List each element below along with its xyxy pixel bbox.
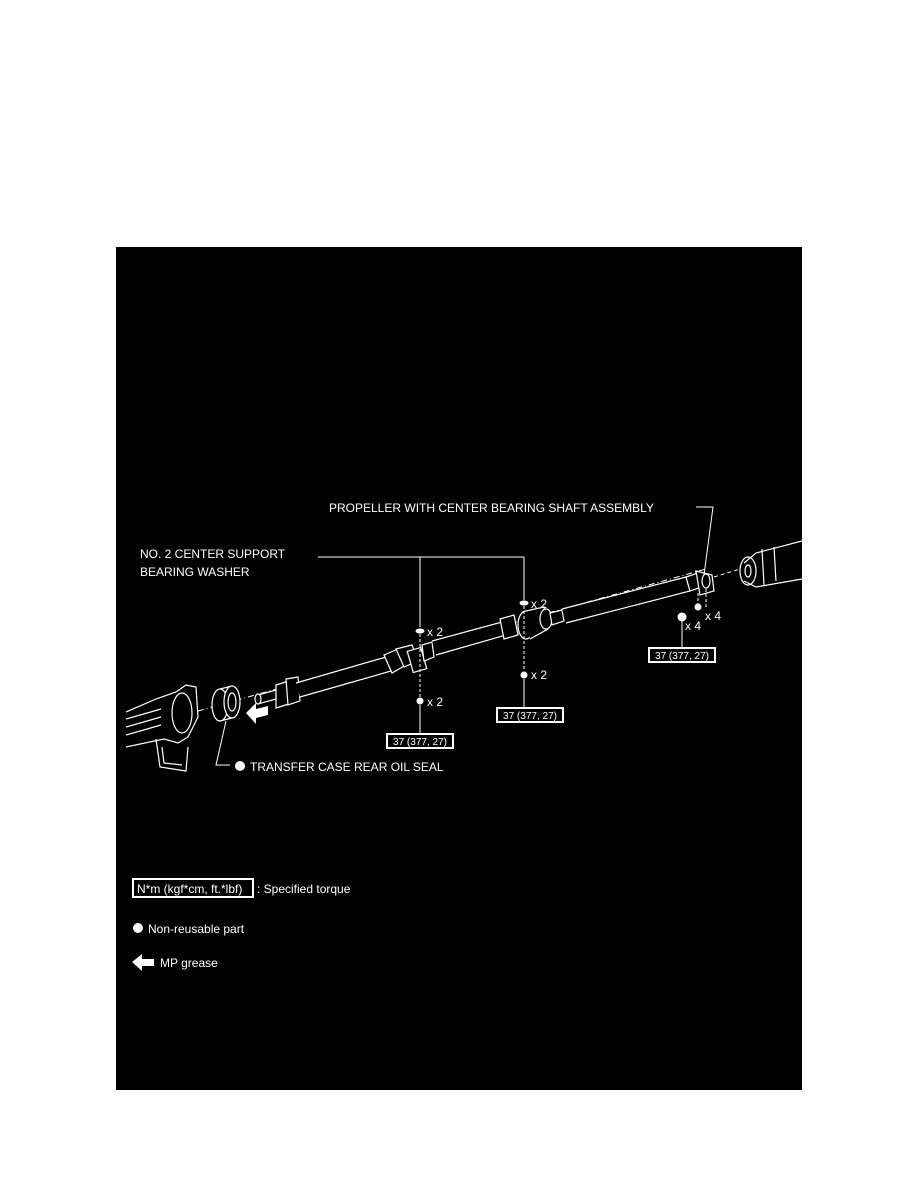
right-nut-qty: x 4 [685, 619, 701, 633]
legend-torque-text: : Specified torque [257, 882, 351, 896]
left-washer [415, 628, 425, 634]
fastener-guides [419, 589, 707, 697]
torque-left: 37 (377, 27) [393, 737, 447, 748]
torque-box-middle: 37 (377, 27) [496, 707, 564, 723]
legend-grease-text: MP grease [160, 956, 218, 970]
rear-differential [739, 540, 802, 588]
legend-nonreusable: Non-reusable part [133, 922, 245, 936]
mp-grease-arrow [246, 703, 268, 724]
transfer-case-rear-oil-seal [211, 685, 241, 722]
torque-right: 37 (377, 27) [655, 651, 709, 662]
mid-bolt-qty: x 2 [531, 668, 547, 682]
rear-shaft [561, 570, 715, 624]
propeller-assembly-label: PROPELLER WITH CENTER BEARING SHAFT ASSE… [329, 501, 654, 515]
torque-box-left: 37 (377, 27) [386, 733, 454, 749]
oil-seal-label: TRANSFER CASE REAR OIL SEAL [250, 760, 444, 774]
legend: N*m (kgf*cm, ft.*lbf) : Specified torque… [132, 878, 351, 971]
front-shaft [254, 641, 435, 709]
leader-lines [215, 506, 714, 766]
left-bolt [416, 697, 424, 705]
nonreusable-dot-icon [235, 761, 245, 771]
mid-washer-qty: x 2 [531, 597, 547, 611]
left-bolt-qty: x 2 [427, 695, 443, 709]
right-bolt [694, 603, 702, 611]
grease-arrow-icon [132, 954, 154, 971]
transfer-case [125, 684, 199, 772]
right-bolt-qty: x 4 [705, 609, 721, 623]
legend-nonreusable-text: Non-reusable part [148, 922, 245, 936]
legend-torque: N*m (kgf*cm, ft.*lbf) : Specified torque [132, 878, 351, 898]
mid-bolt [520, 671, 528, 679]
middle-shaft [431, 606, 565, 656]
torque-middle: 37 (377, 27) [503, 711, 557, 722]
torque-box-right: 37 (377, 27) [648, 647, 716, 663]
propeller-shaft-diagram: PROPELLER WITH CENTER BEARING SHAFT ASSE… [125, 501, 802, 971]
diagram-panel: PROPELLER WITH CENTER BEARING SHAFT ASSE… [116, 247, 802, 1090]
legend-torque-box: N*m (kgf*cm, ft.*lbf) [137, 882, 242, 896]
fasteners [415, 600, 702, 705]
washer-label-line1: NO. 2 CENTER SUPPORT [140, 547, 286, 561]
left-washer-qty: x 2 [427, 625, 443, 639]
mid-washer [519, 600, 529, 606]
legend-grease: MP grease [132, 954, 218, 971]
nonreusable-dot-icon [133, 923, 143, 933]
washer-label-line2: BEARING WASHER [140, 565, 250, 579]
